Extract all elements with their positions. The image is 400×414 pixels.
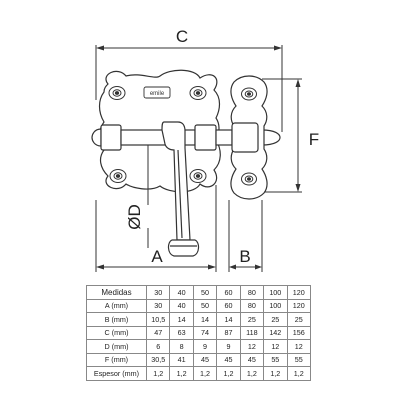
dimension-b — [228, 200, 263, 272]
table-header-size: 100 — [263, 285, 288, 300]
table-cell: 118 — [239, 325, 265, 340]
dimension-label-b: B — [239, 247, 250, 266]
table-header-size: 80 — [239, 285, 265, 300]
table-cell: 6 — [145, 339, 171, 354]
table-cell: 45 — [216, 352, 241, 367]
table-cell: 50 — [192, 298, 218, 313]
table-cell: 1,2 — [263, 366, 288, 381]
table-cell: 100 — [263, 298, 288, 313]
table-cell: 60 — [216, 298, 241, 313]
table-row: F (mm) 30,5 41 45 45 45 55 55 — [86, 352, 312, 367]
table-cell: 41 — [169, 352, 194, 367]
row-label: B (mm) — [86, 312, 147, 327]
table-cell: 12 — [239, 339, 265, 354]
table-header-size: 60 — [216, 285, 241, 300]
table-cell: 80 — [239, 298, 265, 313]
brand-logo-text: emile — [150, 91, 165, 97]
table-cell: 1,2 — [286, 366, 312, 381]
table-cell: 12 — [263, 339, 288, 354]
row-label: F (mm) — [86, 352, 147, 367]
table-cell: 25 — [263, 312, 288, 327]
table-header-size: 30 — [145, 285, 171, 300]
table-cell: 1,2 — [192, 366, 218, 381]
table-cell: 1,2 — [145, 366, 171, 381]
table-row: A (mm) 30 40 50 60 80 100 120 — [86, 298, 312, 313]
table-row: C (mm) 47 63 74 87 118 142 156 — [86, 325, 312, 340]
table-cell: 14 — [169, 312, 194, 327]
table-cell: 25 — [239, 312, 265, 327]
table-header-size: 40 — [169, 285, 194, 300]
table-cell: 1,2 — [169, 366, 194, 381]
table-cell: 25 — [286, 312, 312, 327]
row-label: A (mm) — [86, 298, 147, 313]
dimension-label-c: C — [176, 27, 188, 46]
brand-logo: emile — [143, 86, 171, 99]
table-cell: 14 — [216, 312, 241, 327]
table-row: B (mm) 10,5 14 14 14 25 25 25 — [86, 312, 312, 327]
specifications-table: Medidas 30 40 50 60 80 100 120 A (mm) 30… — [86, 285, 312, 381]
table-cell: 63 — [169, 325, 194, 340]
bolt-handle — [161, 121, 200, 257]
table-cell: 142 — [263, 325, 288, 340]
dimension-c — [95, 45, 283, 132]
table-row: Espesor (mm) 1,2 1,2 1,2 1,2 1,2 1,2 1,2 — [86, 366, 312, 381]
dimension-label-a: A — [151, 247, 163, 266]
table-row: D (mm) 6 8 9 9 12 12 12 — [86, 339, 312, 354]
row-label: Espesor (mm) — [86, 366, 147, 381]
table-cell: 45 — [192, 352, 218, 367]
table-cell: 14 — [192, 312, 218, 327]
table-cell: 120 — [286, 298, 312, 313]
dimension-label-f: F — [309, 130, 319, 149]
table-cell: 1,2 — [239, 366, 265, 381]
table-cell: 74 — [192, 325, 218, 340]
table-cell: 1,2 — [216, 366, 241, 381]
table-header-size: 50 — [192, 285, 218, 300]
table-cell: 55 — [286, 352, 312, 367]
keeper-plate — [230, 75, 268, 200]
dimension-label-d: ØD — [125, 204, 144, 230]
keeper-screw-holes — [241, 87, 257, 186]
row-label: C (mm) — [86, 325, 147, 340]
table-cell: 47 — [145, 325, 171, 340]
table-cell: 55 — [263, 352, 288, 367]
dimension-f — [262, 78, 302, 193]
table-header-label: Medidas — [86, 285, 147, 300]
table-cell: 156 — [286, 325, 312, 340]
base-plate-screw-holes — [108, 86, 207, 183]
table-cell: 30,5 — [145, 352, 171, 367]
table-cell: 9 — [216, 339, 241, 354]
table-cell: 40 — [169, 298, 194, 313]
technical-drawing: C F emile — [91, 27, 319, 272]
table-cell: 9 — [192, 339, 218, 354]
table-cell: 87 — [216, 325, 241, 340]
table-cell: 45 — [239, 352, 265, 367]
table-header-size: 120 — [286, 285, 312, 300]
row-label: D (mm) — [86, 339, 147, 354]
table-cell: 8 — [169, 339, 194, 354]
table-cell: 30 — [145, 298, 171, 313]
table-header-row: Medidas 30 40 50 60 80 100 120 — [86, 285, 312, 300]
table-cell: 12 — [286, 339, 312, 354]
table-cell: 10,5 — [145, 312, 171, 327]
dimension-a — [95, 185, 217, 272]
